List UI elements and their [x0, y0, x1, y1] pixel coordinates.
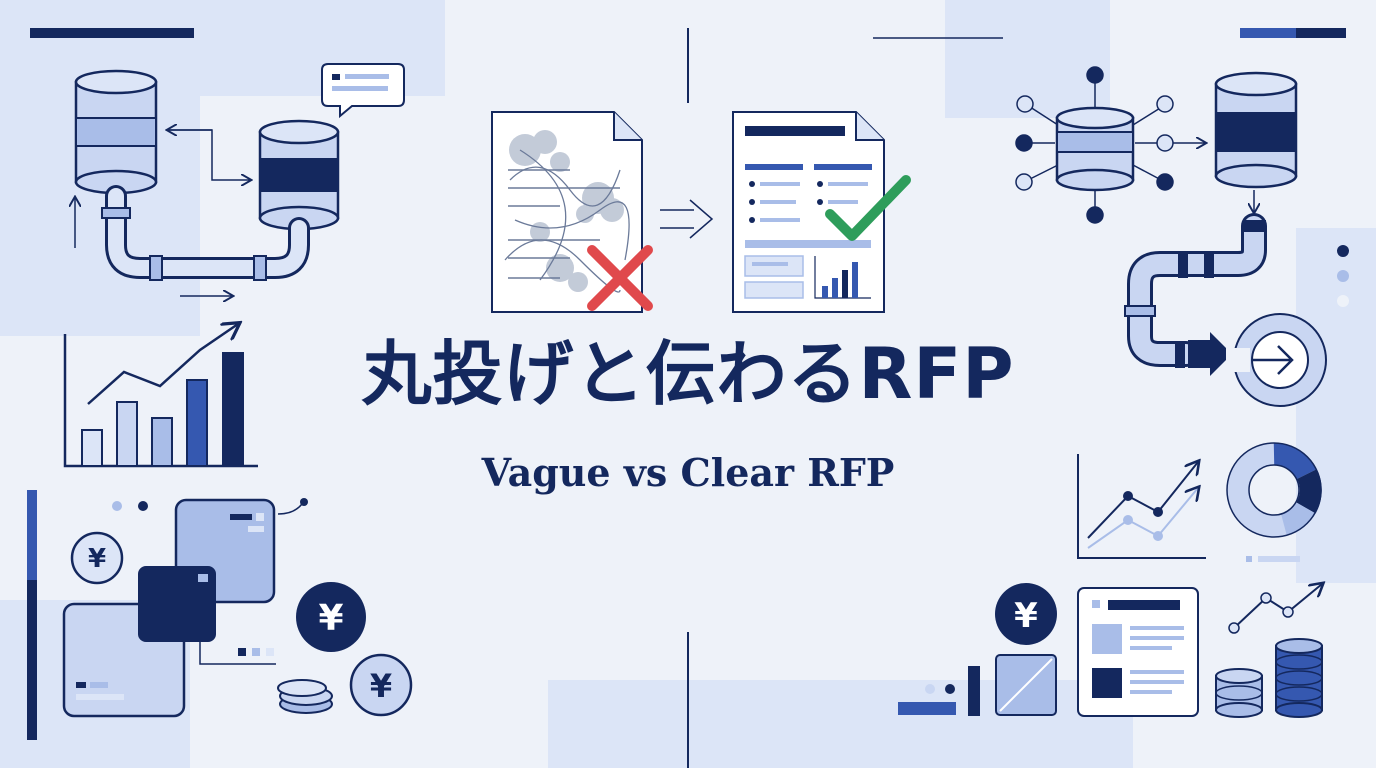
check-icon — [825, 175, 911, 241]
yen-symbol: ¥ — [318, 598, 343, 639]
yen-symbol: ¥ — [370, 667, 392, 705]
coin-stack-icon — [1215, 638, 1323, 718]
page-title: 丸投げと伝わるRFP — [361, 333, 1015, 415]
database-icon — [258, 119, 340, 231]
vague-document-icon — [491, 111, 643, 313]
dot — [1337, 270, 1349, 282]
line-chart-icon — [1228, 584, 1322, 634]
dot — [252, 648, 260, 656]
bar-chart-icon — [63, 324, 258, 468]
yen-coin-icon: ¥ — [70, 531, 124, 585]
accent-bar — [1240, 28, 1296, 38]
dot — [1337, 245, 1349, 257]
arrow-icon — [660, 199, 714, 239]
accent-bar — [968, 666, 980, 716]
dot — [138, 501, 148, 511]
yen-symbol: ¥ — [1014, 596, 1038, 636]
bg-panel — [1296, 228, 1376, 583]
donut-chart-icon — [1226, 442, 1322, 562]
report-document-icon — [1077, 587, 1199, 717]
target-icon — [1226, 313, 1327, 407]
cross-icon — [587, 245, 653, 311]
dot — [925, 684, 935, 694]
dot — [300, 498, 308, 506]
network-icon — [1015, 66, 1205, 224]
page-subtitle: Vague vs Clear RFP — [481, 450, 895, 495]
card-icon — [995, 654, 1057, 716]
database-icon — [1214, 71, 1298, 189]
yen-coin-icon: ¥ — [349, 653, 413, 717]
card-icon — [138, 566, 216, 642]
speech-bubble-icon — [321, 63, 405, 119]
yen-symbol: ¥ — [88, 544, 106, 574]
database-icon — [1055, 106, 1135, 192]
yen-coin-icon: ¥ — [995, 583, 1057, 645]
connector-line — [277, 503, 303, 515]
accent-bar — [27, 580, 37, 740]
accent-bar — [27, 490, 37, 580]
database-icon — [74, 69, 158, 195]
dot — [1337, 295, 1349, 307]
clear-document-icon — [732, 111, 885, 313]
connector-line — [199, 640, 276, 665]
dot — [945, 684, 955, 694]
arrow-icon — [166, 129, 250, 180]
pipe-icon — [1124, 213, 1267, 376]
dot — [238, 648, 246, 656]
pipe-icon — [101, 185, 310, 281]
accent-bar — [898, 702, 956, 715]
dot — [112, 501, 122, 511]
line-chart-icon — [1077, 454, 1206, 559]
coin-stack-icon — [277, 679, 333, 714]
dot — [266, 648, 274, 656]
yen-coin-icon: ¥ — [296, 582, 366, 652]
accent-bar — [30, 28, 194, 38]
